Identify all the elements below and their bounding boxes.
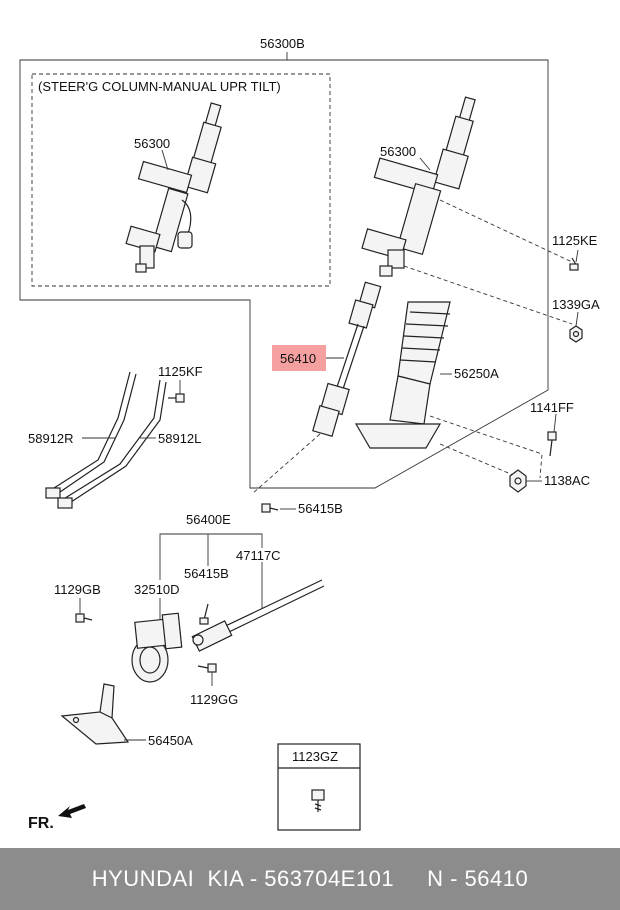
intermediate-shaft — [312, 281, 382, 437]
label-sub-assembly-title: (STEER'G COLUMN-MANUAL UPR TILT) — [38, 79, 281, 94]
bolt-1125kf-icon — [168, 393, 185, 403]
label-shaft-highlight: 56410 — [280, 351, 316, 366]
bolt-56415b-upper-icon — [261, 503, 279, 513]
label-front-marker: FR. — [28, 815, 54, 832]
label-gear-assembly: 56400E — [186, 512, 231, 527]
nut-1339ga-icon — [569, 325, 583, 343]
label-box-part: 1123GZ — [292, 749, 338, 764]
shaft-highlight — [272, 345, 326, 371]
bolt-1123gz-icon — [311, 789, 325, 812]
front-arrow-icon — [58, 804, 86, 818]
footer-text: HYUNDAI KIA - 563704E101 N - 56410 — [91, 866, 529, 891]
label-bracket-left: 58912R — [28, 431, 74, 446]
footer-bar: HYUNDAI KIA - 563704E101 N - 56410 — [0, 848, 620, 910]
bolt-1129gb-icon — [75, 613, 93, 623]
bolt-1125ke-icon — [569, 257, 579, 271]
label-nut-1138ac: 1138AC — [544, 473, 590, 488]
gear-housing-32510d — [131, 612, 183, 683]
steering-column-left — [125, 102, 222, 273]
label-bolt-1125kf: 1125KF — [158, 364, 203, 379]
label-assembly: 56300B — [260, 36, 305, 51]
sub-assembly-box — [31, 73, 331, 287]
boot-56250a — [354, 301, 451, 449]
label-bolt-1129gg: 1129GG — [190, 692, 238, 707]
label-bolt-1129gb: 1129GB — [54, 582, 101, 597]
label-bolt-1141ff: 1141FF — [530, 400, 574, 415]
label-boot: 56250A — [454, 366, 499, 381]
label-gear-part: 32510D — [134, 582, 180, 597]
mount-bracket-56450a — [60, 683, 130, 745]
brackets-58912 — [45, 371, 167, 509]
parts-diagram: 56300B (STEER'G COLUMN-MANUAL UPR TILT) … — [19, 36, 600, 832]
bolt-1129gg-icon — [197, 663, 217, 673]
label-column-left: 56300 — [134, 136, 170, 151]
assembly-outline — [19, 59, 549, 489]
bolt-56415b-lower-icon — [199, 603, 209, 625]
label-column-right: 56300 — [380, 144, 416, 159]
part-box-1123gz — [277, 743, 361, 831]
label-bracket-right: 58912L — [158, 431, 201, 446]
label-nut-1339ga: 1339GA — [552, 297, 600, 312]
label-bolt-56415b-lower: 56415B — [184, 566, 229, 581]
label-bolt-1125ke: 1125KE — [552, 233, 598, 248]
label-bolt-56415b-upper: 56415B — [298, 501, 343, 516]
bolt-1141ff-icon — [547, 431, 557, 457]
nut-1138ac-icon — [509, 469, 527, 493]
label-rack-part: 47117C — [236, 548, 281, 563]
rack-47117c — [191, 579, 325, 652]
steering-column-right — [361, 96, 476, 277]
label-mount-bracket: 56450A — [148, 733, 193, 748]
